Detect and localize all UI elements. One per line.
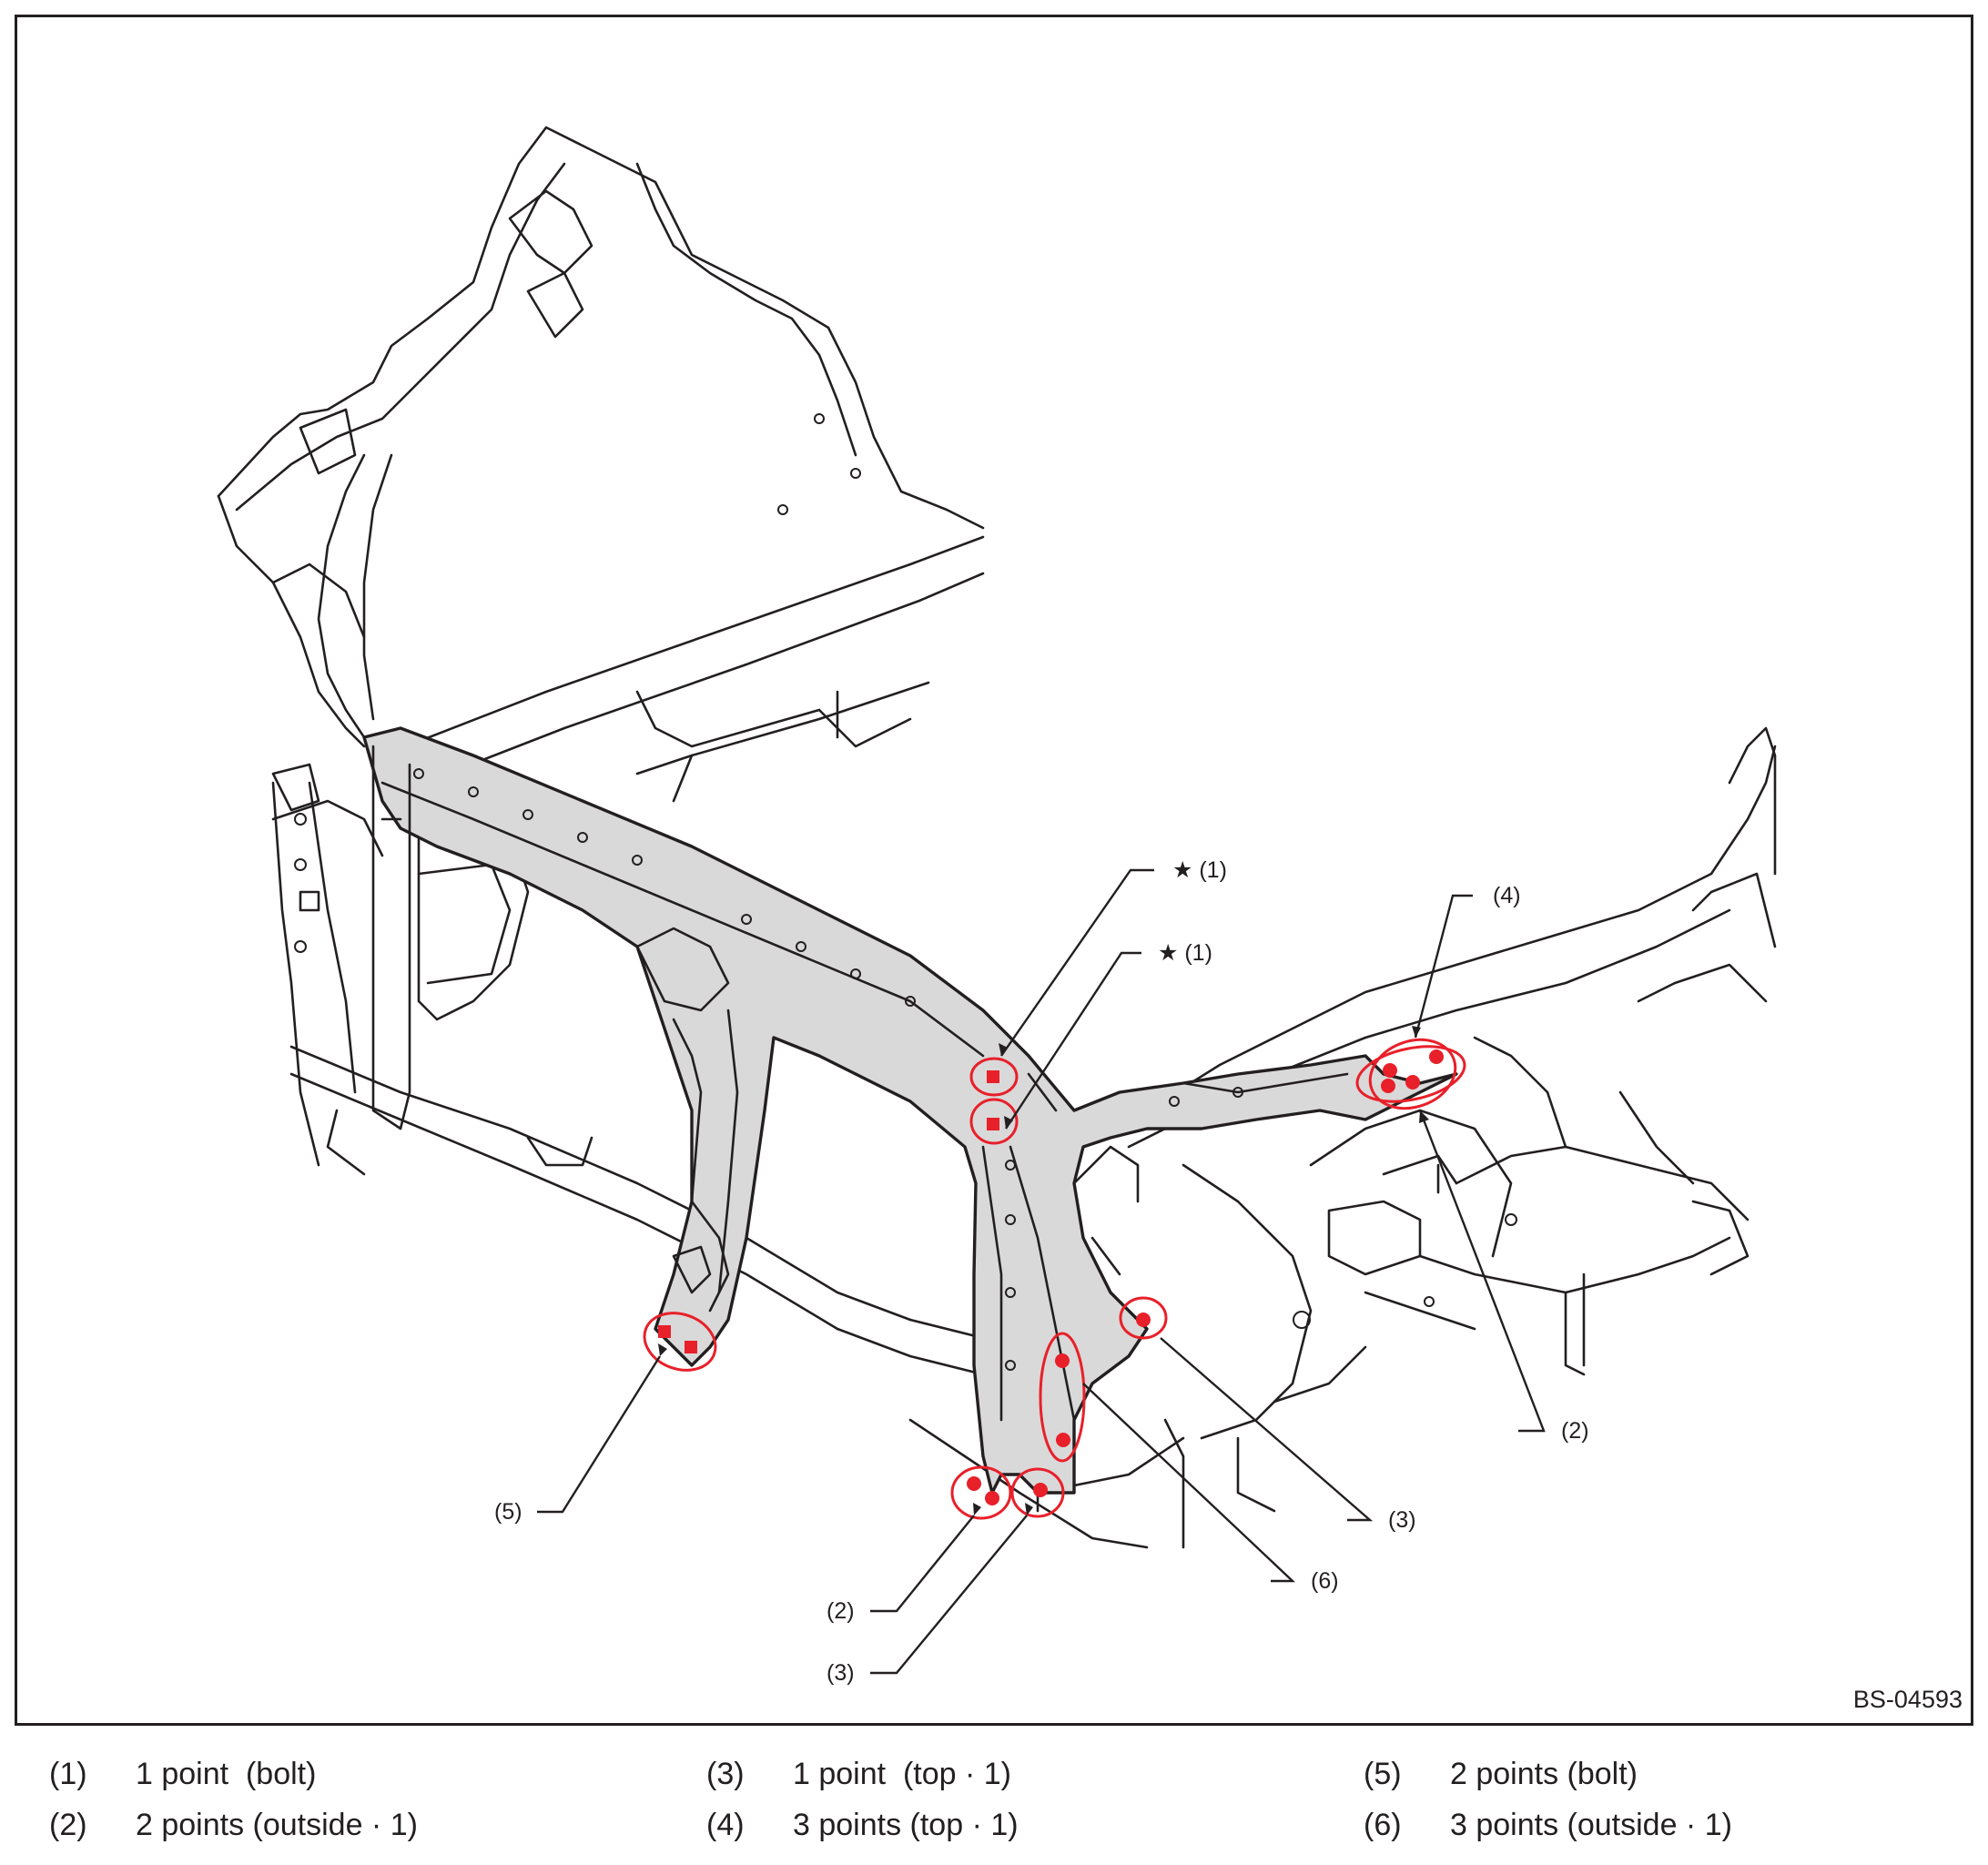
leader-arrowheads [658,1026,1429,1515]
legend-num: (1) [49,1757,87,1791]
legend-text: 3 points (top · 1) [793,1808,1019,1842]
marker-ring-2r [1368,1038,1457,1110]
legend-num: (2) [49,1808,87,1842]
bolt-marker-1b [987,1118,999,1130]
legend-text: 3 points (outside · 1) [1450,1808,1732,1842]
figure-id: BS-04593 [1852,1686,1963,1713]
callout-2-right: (2) [1561,1418,1589,1444]
spot-markers [643,1038,1466,1520]
spot-6a [1055,1353,1070,1368]
legend-text: 1 point (bolt) [136,1757,317,1791]
legend-text: 2 points (outside · 1) [136,1808,418,1842]
leader-lines [537,868,1546,1675]
legend-item-1: (1) 1 point (bolt) [49,1757,316,1792]
left-upright-member [317,453,411,1130]
radiator-panel [362,726,1458,1495]
spot-3l [1033,1483,1048,1497]
legend: (1) 1 point (bolt) (2) 2 points (outside ·… [46,1757,1957,1857]
callout-star-1-lower: ★ (1) [1158,940,1212,966]
spot-6b [1056,1433,1070,1447]
legend-num: (5) [1364,1757,1402,1791]
left-apron-structure [217,126,1185,1549]
callout-4: (4) [1493,883,1521,908]
legend-text: 1 point (top · 1) [793,1757,1012,1791]
callout-star-1-upper: ★ (1) [1172,857,1227,883]
callout-3-right: (3) [1388,1507,1416,1533]
panel-holes [294,413,1517,1371]
marker-ring-1a [969,1057,1019,1097]
legend-item-4: (4) 3 points (top · 1) [706,1808,1019,1843]
legend-num: (4) [706,1808,745,1842]
bolt-marker-1a [987,1070,999,1083]
spot-2a [1381,1079,1395,1093]
legend-num: (6) [1364,1808,1402,1842]
legend-item-2: (2) 2 points (outside · 1) [49,1808,418,1843]
spot-3r [1136,1313,1151,1327]
right-apron-structure [1127,726,1777,1513]
marker-ring-1b [969,1098,1019,1145]
bolt-marker-5b [685,1341,697,1353]
legend-num: (3) [706,1757,745,1791]
marker-ring-4 [1355,1045,1466,1103]
spot-4b [1429,1049,1444,1064]
spot-2b [1405,1075,1420,1090]
marker-ring-2l [950,1465,1012,1520]
legend-text: 2 points (bolt) [1450,1757,1638,1791]
marker-ring-3l [1010,1467,1065,1518]
spot-2c [967,1476,981,1491]
callout-2-left: (2) [827,1598,855,1624]
legend-item-6: (6) 3 points (outside · 1) [1364,1808,1732,1843]
marker-ring-5 [643,1312,717,1372]
spot-2d [985,1491,999,1505]
callout-5: (5) [494,1499,522,1525]
legend-item-3: (3) 1 point (top · 1) [706,1757,1011,1792]
callout-labels: ★ (1) ★ (1) (4) (2) (3) (6) (5) (2) (3) [494,857,1589,1686]
marker-ring-6 [1039,1332,1086,1463]
bolt-marker-5a [658,1325,671,1338]
callout-6: (6) [1311,1568,1339,1594]
marker-ring-3r [1119,1296,1168,1340]
spot-4a [1383,1063,1397,1078]
callout-3-left: (3) [827,1660,855,1686]
legend-item-5: (5) 2 points (bolt) [1364,1757,1638,1792]
